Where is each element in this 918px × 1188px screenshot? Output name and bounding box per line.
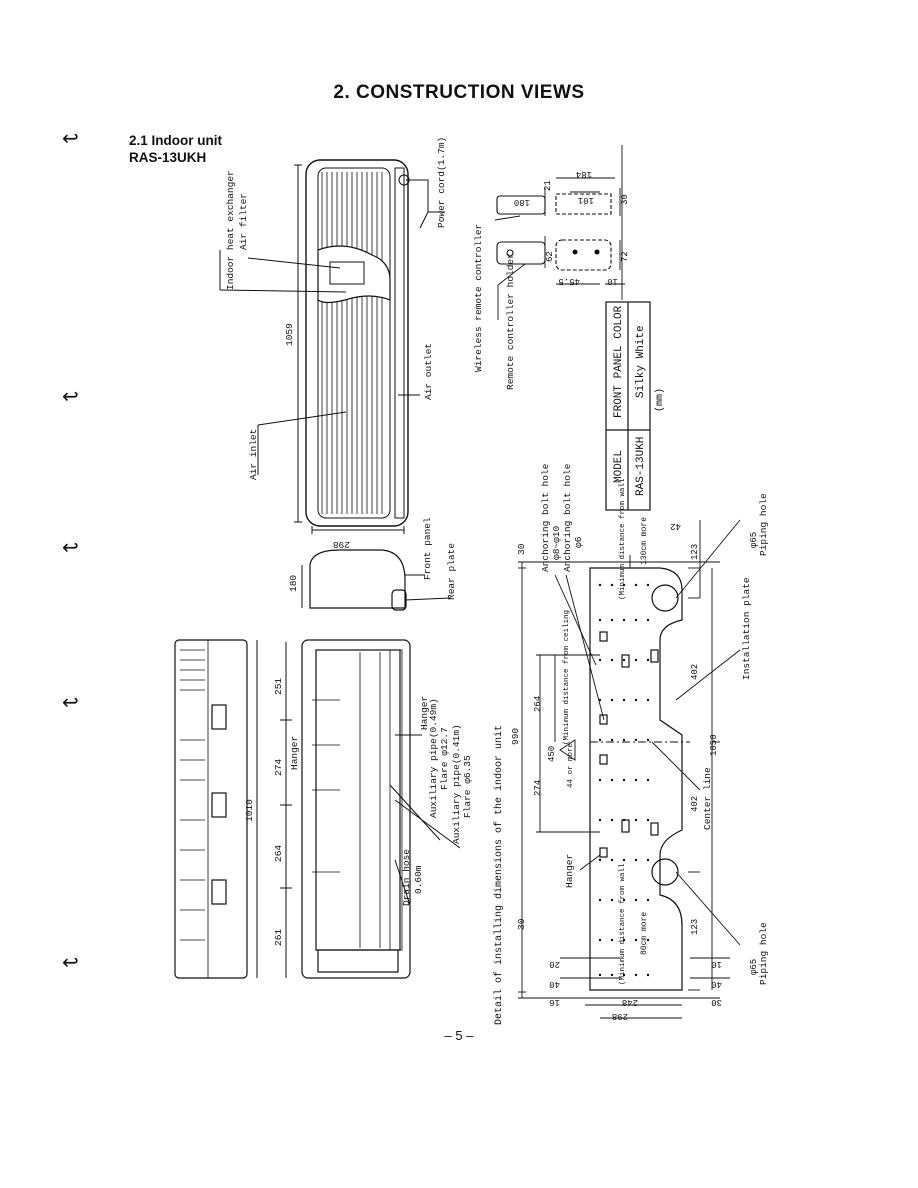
- dim-i20: 20: [549, 959, 560, 969]
- label-aux-pipe-1: Auxiliary pipe(0.49m): [428, 698, 439, 818]
- binder-mark-1: ↩: [62, 126, 79, 150]
- label-flare-2: Flare φ6.35: [462, 755, 473, 818]
- dim-i990: 990: [510, 728, 521, 745]
- dim-r101: 101: [578, 195, 594, 205]
- dim-i298: 298: [612, 1011, 628, 1021]
- dim-r21: 21: [543, 180, 553, 191]
- section-model: RAS-13UKH: [129, 150, 207, 165]
- table-header-model: MODEL: [613, 450, 625, 483]
- dim-r180: 180: [514, 197, 530, 207]
- label-air-filter: Air filter: [238, 193, 249, 250]
- dim-i264: 264: [533, 696, 543, 712]
- label-min-wall-2: (Minimum distance from wall: [619, 863, 627, 985]
- label-piping-hole-2-size: φ65: [749, 959, 759, 975]
- dim-r45-5: 45.5: [558, 276, 580, 286]
- binder-mark-5: ↩: [62, 950, 79, 974]
- side-view: [301, 549, 451, 611]
- dim-r62: 62: [545, 251, 555, 262]
- dim-i123b: 123: [690, 919, 700, 935]
- label-piping-hole-1-size: φ65: [749, 532, 759, 548]
- dim-1010: 1010: [244, 799, 255, 822]
- dim-i402a: 402: [690, 664, 700, 680]
- label-min-wall-1: (Minimum distance from wall: [619, 478, 627, 600]
- label-min-wall-2-val: 80cm more: [640, 912, 649, 955]
- top-view: [174, 639, 258, 979]
- table-model: RAS-13UKH: [635, 437, 647, 496]
- dim-261: 261: [273, 929, 284, 946]
- binder-mark-4: ↩: [62, 690, 79, 714]
- dim-i1050: 1050: [709, 734, 719, 756]
- label-wireless: Wireless remote controller: [473, 224, 484, 372]
- page-number: – 5 –: [444, 1028, 474, 1043]
- label-air-outlet: Air outlet: [423, 343, 434, 400]
- dim-i450: 450: [547, 746, 557, 762]
- dim-i16: 16: [549, 997, 560, 1007]
- label-front-panel: Front panel: [422, 517, 433, 580]
- dim-i30b: 30: [516, 918, 527, 930]
- dim-i123a: 123: [690, 544, 700, 560]
- table-unit: (mm): [654, 388, 666, 412]
- label-hanger-1: Hanger: [289, 736, 300, 770]
- dim-i42: 42: [670, 521, 681, 531]
- table-header-color: FRONT PANEL COLOR: [613, 305, 625, 418]
- dim-i30a: 30: [516, 543, 527, 555]
- dim-1059: 1059: [284, 323, 295, 346]
- dim-251: 251: [273, 678, 284, 695]
- section-title: 2.1 Indoor unit: [129, 133, 222, 148]
- dim-i40b: 40: [711, 979, 722, 989]
- dim-264: 264: [273, 845, 284, 862]
- label-hanger-2: Hanger: [419, 696, 430, 730]
- dim-r30: 30: [620, 194, 630, 205]
- installation-dimension-lines: [518, 519, 741, 1019]
- front-view: [219, 159, 445, 534]
- label-aux-pipe-2: Auxiliary pipe(0.41m): [451, 724, 462, 844]
- dim-i274: 274: [533, 780, 543, 796]
- label-piping-hole-1: Piping hole: [758, 493, 769, 556]
- color-table: [605, 301, 651, 511]
- dim-r10: 10: [607, 276, 618, 286]
- label-piping-hole-2: Piping hole: [758, 922, 769, 985]
- installation-plate: [589, 567, 690, 991]
- label-anchoring-bolt-2-spec: φ6: [573, 536, 584, 548]
- label-min-wall-1-val: 130cm more: [640, 517, 649, 565]
- dim-r72: 72: [620, 251, 630, 262]
- label-flare-1: Flare φ12.7: [439, 727, 450, 790]
- label-installation-plate: Installation plate: [741, 577, 752, 680]
- dim-i40a: 40: [549, 979, 560, 989]
- label-drain-hose: Drain hose: [401, 849, 412, 906]
- label-power-cord: Power cord(1.7m): [436, 137, 447, 228]
- label-remote-holder: Remote controller holder: [505, 253, 516, 390]
- binder-mark-3: ↩: [62, 535, 79, 559]
- label-min-ceiling: (Minimum distance from ceiling: [563, 610, 571, 745]
- detail-title: Detail of installing dimensions of the i…: [493, 725, 505, 1025]
- rear-view: [280, 639, 461, 979]
- label-air-inlet: Air inlet: [248, 429, 259, 480]
- label-hanger-3: Hanger: [564, 854, 575, 888]
- label-anchoring-bolt-1: Anchoring bolt hole: [540, 463, 551, 572]
- label-drain-hose-length: 0.60m: [413, 865, 424, 894]
- dim-r184: 184: [576, 169, 592, 179]
- dim-298: 298: [333, 539, 350, 550]
- label-indoor-heat-exchanger: Indoor heat exchanger: [225, 170, 236, 290]
- remote-views: [494, 145, 625, 320]
- dim-i402b: 402: [690, 796, 700, 812]
- page-title: 2. CONSTRUCTION VIEWS: [333, 82, 585, 103]
- dim-274: 274: [273, 759, 284, 776]
- label-anchoring-bolt-1-spec: φ8~φ10: [551, 525, 562, 560]
- label-min-ceiling-val: 44 or more: [567, 743, 575, 788]
- label-anchoring-bolt-2: Anchoring bolt hole: [562, 463, 573, 572]
- dim-180: 180: [288, 575, 299, 592]
- dim-i30c: 30: [711, 997, 722, 1007]
- dim-i10: 10: [711, 959, 722, 969]
- dim-i248: 248: [622, 997, 638, 1007]
- label-center-line: Center line: [702, 767, 713, 830]
- label-rear-plate: Rear plate: [446, 543, 457, 600]
- table-color: Silky White: [635, 325, 647, 398]
- binder-mark-2: ↩: [62, 384, 79, 408]
- section-heading: 2.1 Indoor unit RAS-13UKH: [129, 132, 222, 166]
